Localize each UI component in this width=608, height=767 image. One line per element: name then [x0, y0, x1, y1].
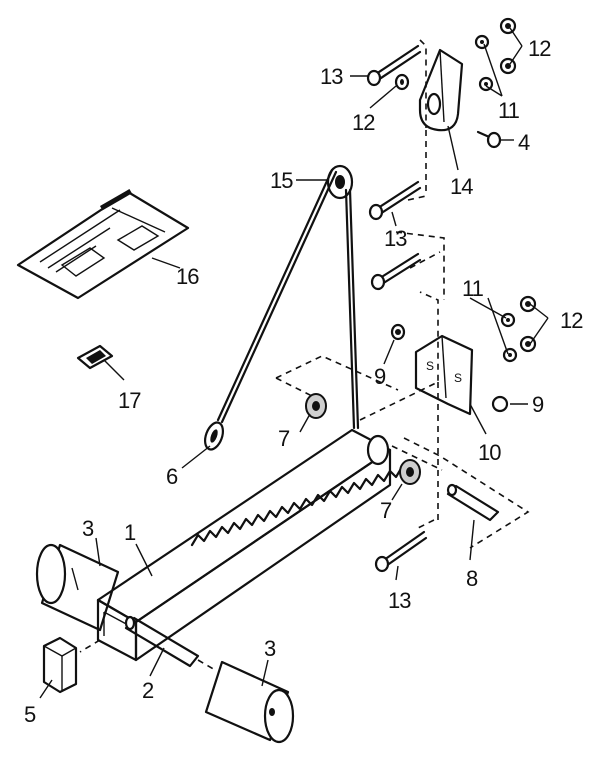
callout-12-lower: 12 [560, 308, 583, 333]
callout-10: 10 [478, 440, 501, 465]
callout-13-bottom: 13 [388, 588, 411, 613]
part-9-washer-left [390, 323, 406, 341]
part-16-manual [16, 188, 190, 300]
callout-12-upper: 12 [528, 36, 551, 61]
part-7-nut-upper [305, 393, 327, 419]
callout-labels: 3 1 2 3 5 6 7 7 8 9 9 10 11 12 13 13 15 … [24, 36, 584, 727]
callout-14: 14 [450, 174, 473, 199]
part-9-washer-right [491, 395, 509, 413]
callout-7-lower: 7 [380, 498, 392, 523]
callout-8: 8 [466, 566, 478, 591]
part-13-bolt-mid1 [368, 180, 422, 221]
hardware-lower-group [500, 295, 537, 363]
part-13-bolt-mid2 [370, 252, 422, 291]
callout-4: 4 [518, 130, 530, 155]
callout-11-upper: 11 [498, 98, 520, 123]
part-13-bolt-bottom [374, 530, 428, 573]
part-10-bracket: S S [414, 334, 474, 416]
callout-9-right: 9 [532, 392, 544, 417]
callout-6: 6 [166, 464, 178, 489]
part-5-block [42, 636, 78, 694]
part-4-bolt [476, 130, 502, 149]
callout-17: 17 [118, 388, 141, 413]
assembly-dashes [275, 39, 530, 549]
rack-teeth [190, 465, 404, 547]
callout-7-upper: 7 [278, 426, 290, 451]
callout-3-right: 3 [264, 636, 276, 661]
part-3-wheel-right [204, 660, 295, 744]
svg-text:S: S [454, 371, 462, 385]
callout-12-mid: 12 [352, 110, 375, 135]
svg-text:S: S [426, 359, 434, 373]
part-3-wheel-left [35, 543, 120, 632]
part-8-pin [446, 483, 500, 522]
callout-13-top: 13 [320, 64, 343, 89]
leader-lines [39, 27, 549, 699]
callout-11-lower: 11 [462, 276, 484, 301]
callout-5: 5 [24, 702, 36, 727]
hardware-upper-group [394, 17, 517, 92]
callout-1: 1 [124, 520, 136, 545]
part-14-upper-bracket [418, 48, 464, 132]
callout-13-mid: 13 [384, 226, 407, 251]
callout-3-left: 3 [82, 516, 94, 541]
part-7-nut-lower [399, 459, 421, 485]
part-6-cable [203, 168, 360, 451]
part-17-tag [76, 344, 114, 370]
part-2-axle [79, 615, 216, 671]
callout-9-left: 9 [374, 364, 386, 389]
part-13-bolt-top [366, 44, 422, 87]
callout-2: 2 [142, 678, 154, 703]
part-1-beam [96, 428, 392, 662]
callout-15: 15 [270, 168, 293, 193]
callout-16: 16 [176, 264, 199, 289]
